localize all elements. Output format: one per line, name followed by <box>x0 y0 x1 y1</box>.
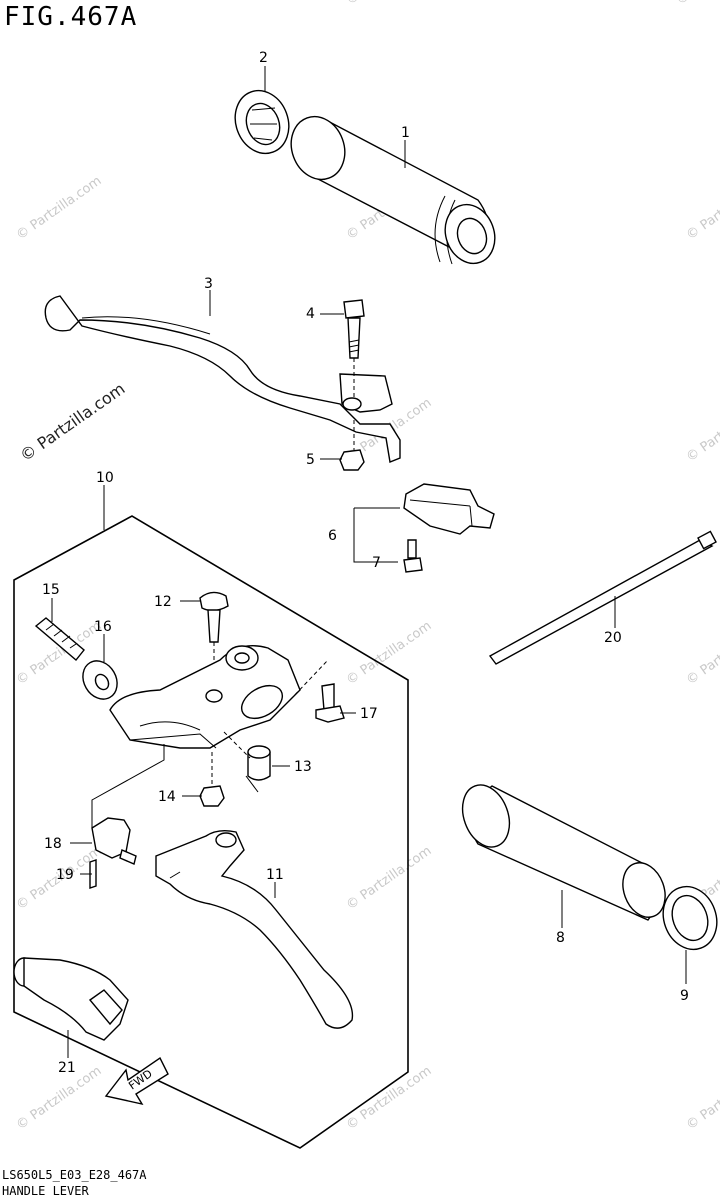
watermark: © Partzilla.com <box>16 379 128 465</box>
watermark: © Partzilla.com <box>684 1063 720 1133</box>
part-8-grip <box>461 784 666 921</box>
callout-3: 3 <box>204 276 213 292</box>
callout-11: 11 <box>266 867 284 883</box>
callout-leaders <box>51 66 687 1058</box>
callout-18: 18 <box>44 836 62 852</box>
callout-21: 21 <box>58 1060 76 1076</box>
callout-13: 13 <box>294 759 312 775</box>
watermark: © Partzilla.com <box>344 0 435 8</box>
callout-2: 2 <box>259 50 268 66</box>
figure-title: FIG.467A <box>4 2 138 32</box>
part-17-bolt <box>289 659 345 723</box>
callout-14: 14 <box>158 789 176 805</box>
watermark: © Partzilla.com <box>344 1063 435 1133</box>
diagram-name: HANDLE LEVER <box>2 1184 89 1198</box>
part-20-cable-tie <box>488 530 717 665</box>
part-5-nut <box>339 420 365 471</box>
callout-19: 19 <box>56 867 74 883</box>
watermark: © Partzilla.com <box>684 395 720 465</box>
watermark: © Partzilla.com <box>344 618 435 688</box>
callout-20: 20 <box>604 630 622 646</box>
watermark: © Partzilla.com <box>14 173 105 243</box>
part-3-lever <box>44 295 401 463</box>
part-7-screw <box>403 539 423 573</box>
callout-4: 4 <box>306 306 315 322</box>
watermark: © Partzilla.com <box>344 843 435 913</box>
part-10-bracket <box>109 645 301 749</box>
callout-10: 10 <box>96 470 114 486</box>
part-14-nut <box>199 752 225 807</box>
part-10-assembly-outline <box>13 515 409 1149</box>
part-4-bolt <box>343 299 365 400</box>
part-11-lever <box>155 829 354 1029</box>
part-19-screw <box>89 859 97 889</box>
part-13-collar <box>223 731 271 793</box>
callout-7: 7 <box>372 555 381 571</box>
part-9-ring <box>662 885 718 951</box>
callouts: 2 1 3 4 5 10 6 7 15 12 16 20 17 13 14 18… <box>42 50 689 1076</box>
part-18-switch <box>91 744 165 865</box>
watermark: © Partzilla.com <box>684 618 720 688</box>
callout-15: 15 <box>42 582 60 598</box>
part-1-grip <box>290 115 496 265</box>
bracket-6-7 <box>353 507 400 563</box>
part-15-adjuster <box>34 617 85 662</box>
part-16-washer <box>82 660 118 700</box>
watermark: © Partzilla.com <box>674 0 720 8</box>
callout-17: 17 <box>360 706 378 722</box>
watermark: © Partzilla.com <box>684 173 720 243</box>
callout-16: 16 <box>94 619 112 635</box>
callout-1: 1 <box>401 125 410 141</box>
part-6-switch <box>403 483 495 535</box>
callout-5: 5 <box>306 452 315 468</box>
callout-12: 12 <box>154 594 172 610</box>
callout-6: 6 <box>328 528 337 544</box>
part-21-boot <box>13 957 129 1041</box>
callout-9: 9 <box>680 988 689 1004</box>
callout-8: 8 <box>556 930 565 946</box>
diagram-code: LS650L5_E03_E28_467A <box>2 1168 147 1182</box>
part-2-ring <box>234 89 290 155</box>
